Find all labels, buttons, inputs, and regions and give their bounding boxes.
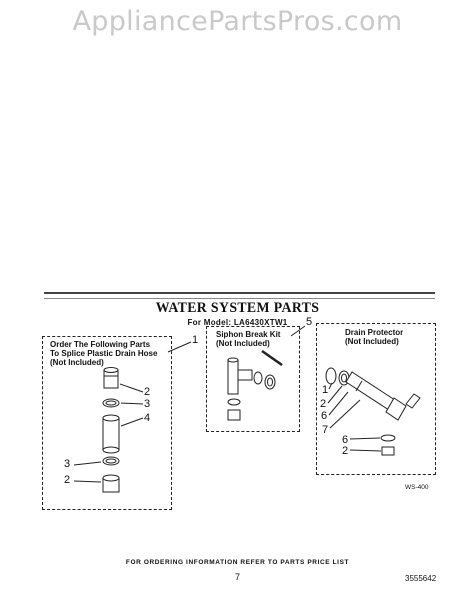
callout-drain-2b: 2 (342, 445, 349, 457)
hose-connector-top (103, 367, 119, 389)
drain-protector-box (316, 323, 436, 475)
callout-splice-3a: 3 (144, 398, 151, 410)
clamp-upper (102, 398, 120, 408)
callout-splice-3b: 3 (64, 458, 71, 470)
callout-1: 1 (192, 334, 199, 346)
siphon-clamp-3 (227, 398, 241, 406)
hose-connector-bottom (102, 474, 120, 493)
splice-parts-label: Order The Following Parts To Splice Plas… (50, 340, 157, 367)
leader-1 (167, 341, 192, 353)
drain-clamp-1 (325, 367, 337, 385)
diagram-title: WATER SYSTEM PARTS (155, 300, 320, 316)
siphon-break-box (206, 326, 300, 432)
callout-splice-2b: 2 (64, 474, 71, 486)
model-number: For Model: LA6430XTW1 (187, 318, 288, 327)
callout-drain-6a: 6 (321, 410, 328, 422)
siphon-label-line-2: (Not Included) (216, 339, 270, 348)
callout-drain-7: 7 (322, 424, 329, 436)
page-number: 7 (234, 572, 240, 582)
drain-protector-label: Drain Protector (Not Included) (345, 328, 403, 346)
siphon-tee (227, 357, 253, 395)
drain-protector-body (345, 371, 421, 421)
clamp-lower (102, 456, 120, 466)
siphon-clamp-1 (253, 371, 263, 385)
drain-label-line-1: Drain Protector (345, 328, 404, 337)
callout-5: 5 (306, 316, 313, 328)
siphon-clamp-2 (264, 374, 276, 390)
splice-parts-box (42, 336, 172, 510)
splice-label-line-2: To Splice Plastic Drain Hose (50, 349, 158, 358)
callout-splice-4: 4 (144, 412, 151, 424)
drain-clamp-3 (380, 434, 396, 442)
callout-splice-2a: 2 (144, 386, 151, 398)
header-rule (44, 292, 435, 299)
callout-drain-1: 1 (322, 384, 329, 396)
siphon-rod (261, 349, 283, 367)
splice-label-line-3: (Not Included) (50, 358, 104, 367)
callout-drain-2a: 2 (320, 398, 327, 410)
drain-cap (381, 446, 395, 456)
watermark: AppliancePartsPros.com (72, 6, 403, 37)
siphon-label-line-1: Siphon Break Kit (216, 330, 281, 339)
splice-tube (102, 414, 120, 454)
splice-label-line-1: Order The Following Parts (50, 340, 151, 349)
drain-label-line-2: (Not Included) (345, 337, 399, 346)
siphon-cap (227, 409, 241, 421)
callout-drain-6b: 6 (342, 434, 349, 446)
ordering-footer: FOR ORDERING INFORMATION REFER TO PARTS … (125, 559, 350, 566)
siphon-break-label: Siphon Break Kit (Not Included) (216, 330, 280, 348)
figure-code: WS-400 (405, 484, 429, 491)
document-number: 3555642 (405, 574, 437, 583)
leader-5 (290, 325, 306, 337)
